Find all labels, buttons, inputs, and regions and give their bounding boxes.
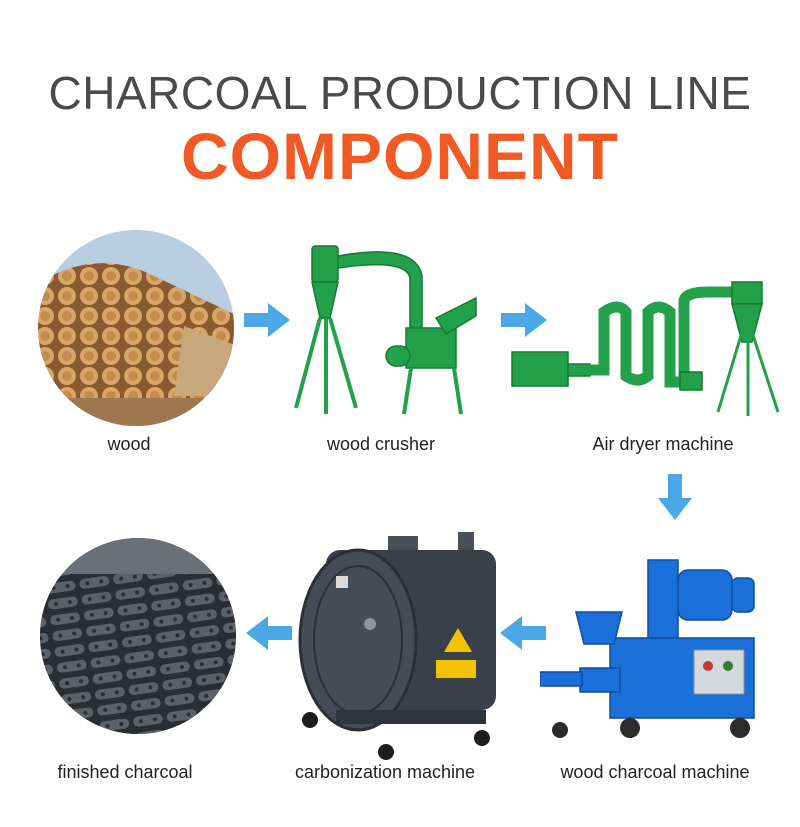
carbonization-kiln-image — [298, 532, 496, 760]
arrow-right-1 — [244, 303, 290, 337]
charcoal-briquettes-image — [40, 538, 236, 734]
step-label-wood-crusher: wood crusher — [326, 434, 436, 454]
title-line-2: COMPONENT — [181, 119, 619, 193]
briquette-machine-image — [540, 559, 755, 738]
step-label-air-dryer: Air dryer machine — [592, 434, 734, 454]
arrow-left-2 — [246, 616, 292, 650]
air-dryer-image — [511, 281, 780, 416]
step-label-wood-charcoal-machine: wood charcoal machine — [560, 762, 750, 782]
step-label-finished-charcoal: finished charcoal — [57, 762, 193, 782]
step-label-wood: wood — [107, 434, 151, 454]
title-line-1: CHARCOAL PRODUCTION LINE — [48, 67, 752, 119]
wood-crusher-image — [294, 245, 477, 415]
step-label-carbonization-machine: carbonization machine — [294, 762, 476, 782]
arrow-left-1 — [500, 616, 546, 650]
wood-logs-image — [38, 230, 234, 426]
arrow-down — [658, 474, 692, 520]
arrow-right-2 — [501, 303, 547, 337]
